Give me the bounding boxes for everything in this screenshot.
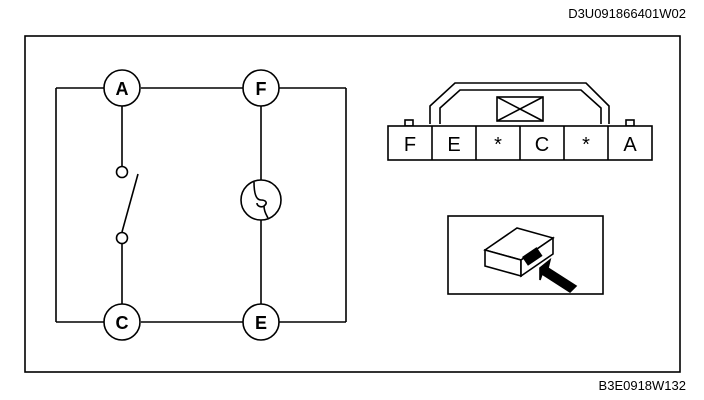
connector-pin-labels: F E * C * A [404, 134, 637, 156]
connector-pin-6: A [623, 134, 637, 156]
connector-pin-2: E [447, 134, 460, 156]
circuit [55, 87, 347, 323]
diagram-code-bottom: B3E0918W132 [598, 378, 686, 393]
node-a: A [103, 69, 141, 107]
connector-pin-3: * [494, 134, 502, 156]
connector-housing-inner [439, 89, 602, 124]
connector-key-left [404, 119, 414, 127]
node-e-label: E [255, 313, 267, 333]
connector-lock-cross-2 [496, 96, 544, 122]
switch-blade [121, 173, 139, 233]
component-connector-port [522, 247, 543, 266]
diagram-frame [24, 35, 681, 373]
switch-contact-top [115, 165, 129, 179]
switch-contact-bottom [115, 231, 129, 245]
diagram-code-top: D3U091866401W02 [568, 6, 686, 21]
connector-pin-5: * [582, 134, 590, 156]
node-a-label: A [116, 79, 129, 99]
connector-pin-1: F [404, 134, 416, 156]
connector-housing-outer [429, 82, 610, 124]
connector [387, 82, 653, 161]
node-c-label: C [116, 313, 129, 333]
node-f-label: F [256, 79, 267, 99]
connector-key-right [625, 119, 635, 127]
connector-location-inset [447, 215, 604, 295]
node-c: C [103, 303, 141, 341]
location-arrow [539, 257, 578, 294]
node-e: E [242, 303, 280, 341]
node-f: F [242, 69, 280, 107]
connector-pin-4: C [535, 134, 549, 156]
lamp-filament [253, 181, 269, 219]
